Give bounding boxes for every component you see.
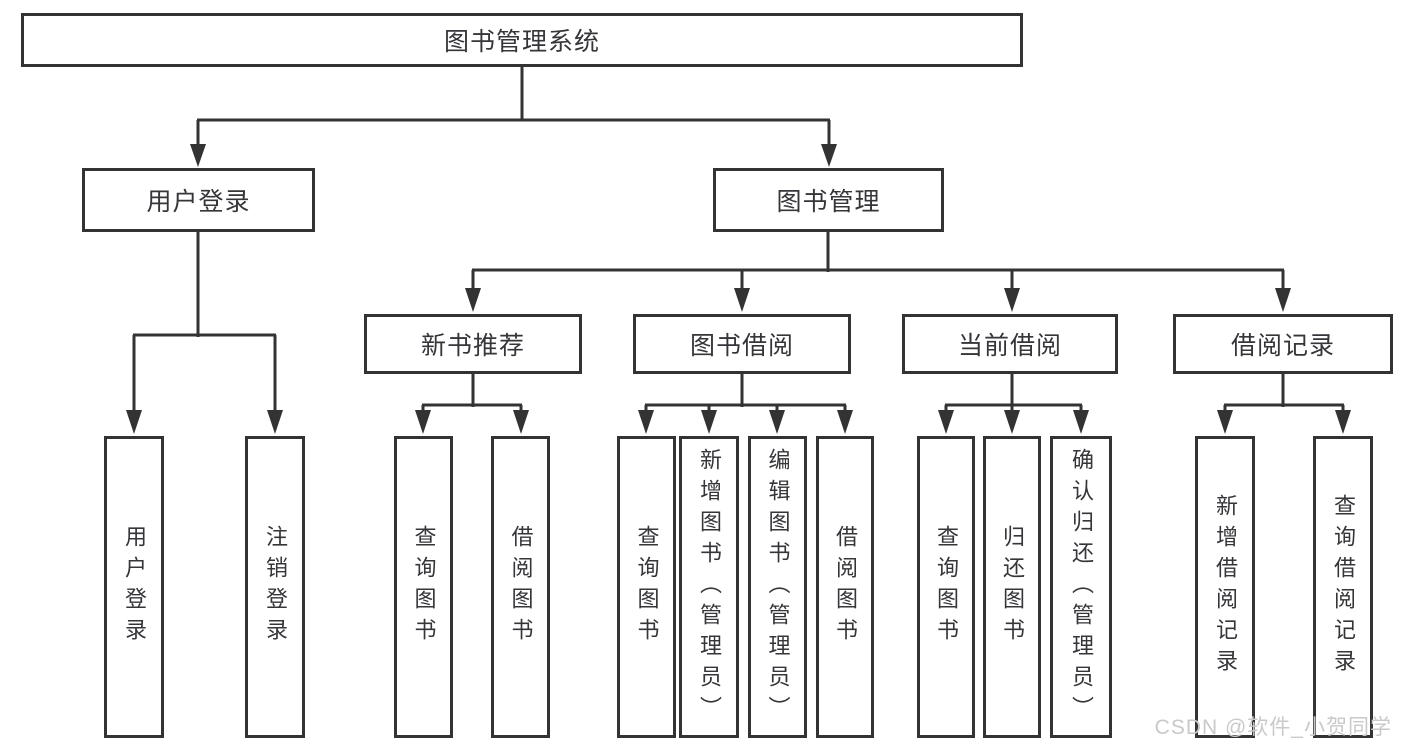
node-user-login-label: 用户登录 [146, 188, 251, 216]
watermark: CSDN @软件_小贺同学 [1154, 716, 1392, 739]
leaf-query-book-2-label: 查询图书 [634, 525, 660, 649]
node-current-borrow: 当前借阅 [902, 314, 1118, 374]
node-book-borrow-label: 图书借阅 [689, 332, 794, 360]
leaf-user-login: 用户登录 [104, 436, 164, 738]
node-new-book-recommend-label: 新书推荐 [420, 332, 525, 360]
node-root: 图书管理系统 [21, 13, 1023, 67]
leaf-query-book-1: 查询图书 [394, 436, 453, 738]
node-borrow-records-label: 借阅记录 [1230, 332, 1335, 360]
node-user-login: 用户登录 [82, 168, 315, 232]
leaf-confirm-return-admin-label: 确认归还（管理员） [1069, 447, 1094, 727]
node-current-borrow-label: 当前借阅 [957, 332, 1062, 360]
leaf-query-borrow-record: 查询借阅记录 [1313, 436, 1373, 738]
leaf-return-book-label: 归还图书 [1000, 525, 1025, 649]
leaf-return-book: 归还图书 [983, 436, 1041, 738]
leaf-query-borrow-record-label: 查询借阅记录 [1331, 494, 1356, 680]
leaf-add-borrow-record: 新增借阅记录 [1195, 436, 1255, 738]
leaf-query-book-3-label: 查询图书 [934, 525, 959, 649]
leaf-add-book-admin: 新增图书（管理员） [679, 436, 739, 738]
leaf-add-borrow-record-label: 新增借阅记录 [1213, 494, 1238, 680]
leaf-add-book-admin-label: 新增图书（管理员） [697, 447, 722, 727]
leaf-logout-label: 注销登录 [263, 525, 288, 649]
leaf-query-book-1-label: 查询图书 [411, 525, 437, 649]
node-book-management-label: 图书管理 [776, 188, 881, 216]
node-root-label: 图书管理系统 [443, 28, 600, 56]
node-borrow-records: 借阅记录 [1173, 314, 1393, 374]
node-book-borrow: 图书借阅 [633, 314, 851, 374]
leaf-confirm-return-admin: 确认归还（管理员） [1050, 436, 1112, 738]
leaf-borrow-book-2-label: 借阅图书 [833, 525, 858, 649]
leaf-query-book-3: 查询图书 [917, 436, 975, 738]
leaf-edit-book-admin: 编辑图书（管理员） [748, 436, 807, 738]
leaf-borrow-book-1-label: 借阅图书 [508, 525, 534, 649]
leaf-query-book-2: 查询图书 [617, 436, 676, 738]
leaf-borrow-book-1: 借阅图书 [491, 436, 550, 738]
leaf-edit-book-admin-label: 编辑图书（管理员） [765, 447, 791, 727]
leaf-user-login-label: 用户登录 [122, 525, 147, 649]
leaf-logout: 注销登录 [245, 436, 305, 738]
leaf-borrow-book-2: 借阅图书 [816, 436, 874, 738]
node-new-book-recommend: 新书推荐 [364, 314, 582, 374]
node-book-management: 图书管理 [713, 168, 944, 232]
